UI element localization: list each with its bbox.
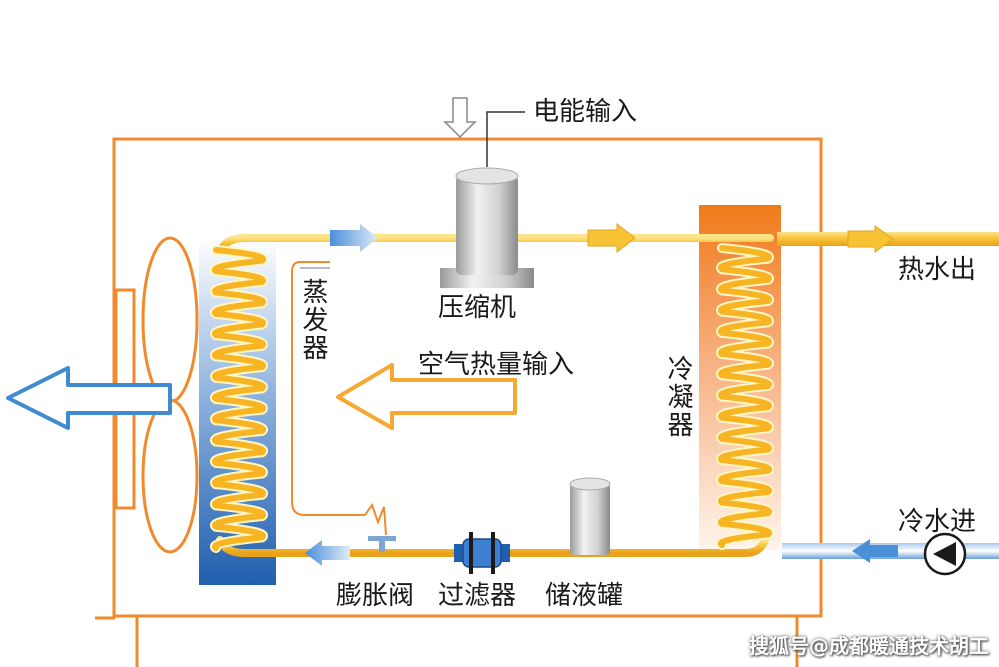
cold-water-in-label: 冷水进 <box>898 507 977 537</box>
condenser-label: 冷凝器 <box>663 355 693 439</box>
air-heat-input-label: 空气热量输入 <box>418 350 575 380</box>
cold-air-out-arrow <box>6 366 172 430</box>
filter-icon <box>454 532 510 574</box>
expansion-valve-label: 膨胀阀 <box>336 581 415 611</box>
receiver-tank-label: 储液罐 <box>545 581 624 611</box>
filter-label: 过滤器 <box>438 581 517 611</box>
condenser-coil <box>715 243 775 550</box>
pump-icon <box>923 532 967 576</box>
expansion-valve-icon <box>368 536 396 552</box>
evaporator-label: 蒸发器 <box>298 278 328 362</box>
flow-arrow <box>305 540 350 566</box>
fan-icon <box>141 236 199 554</box>
coil-line <box>211 247 267 551</box>
electric-input-label: 电能输入 <box>533 97 638 127</box>
receiver-tank-icon <box>569 477 611 555</box>
watermark: 搜狐号@成都暖通技术胡工 <box>749 634 989 658</box>
flow-arrow <box>330 224 378 252</box>
compressor-icon <box>440 167 534 288</box>
hot-water-out-label: 热水出 <box>898 255 977 285</box>
flow-arrow <box>587 222 636 254</box>
flow-arrow <box>852 539 898 563</box>
unit-frame <box>112 137 823 618</box>
flow-arrow <box>847 225 894 253</box>
air-heat-input-arrow <box>336 363 517 430</box>
compressor-label: 压缩机 <box>438 293 517 323</box>
evaporator-coil <box>209 245 269 553</box>
electric-input-arrow <box>443 97 477 139</box>
coil-line <box>717 245 773 548</box>
electric-input-leader <box>486 111 525 167</box>
